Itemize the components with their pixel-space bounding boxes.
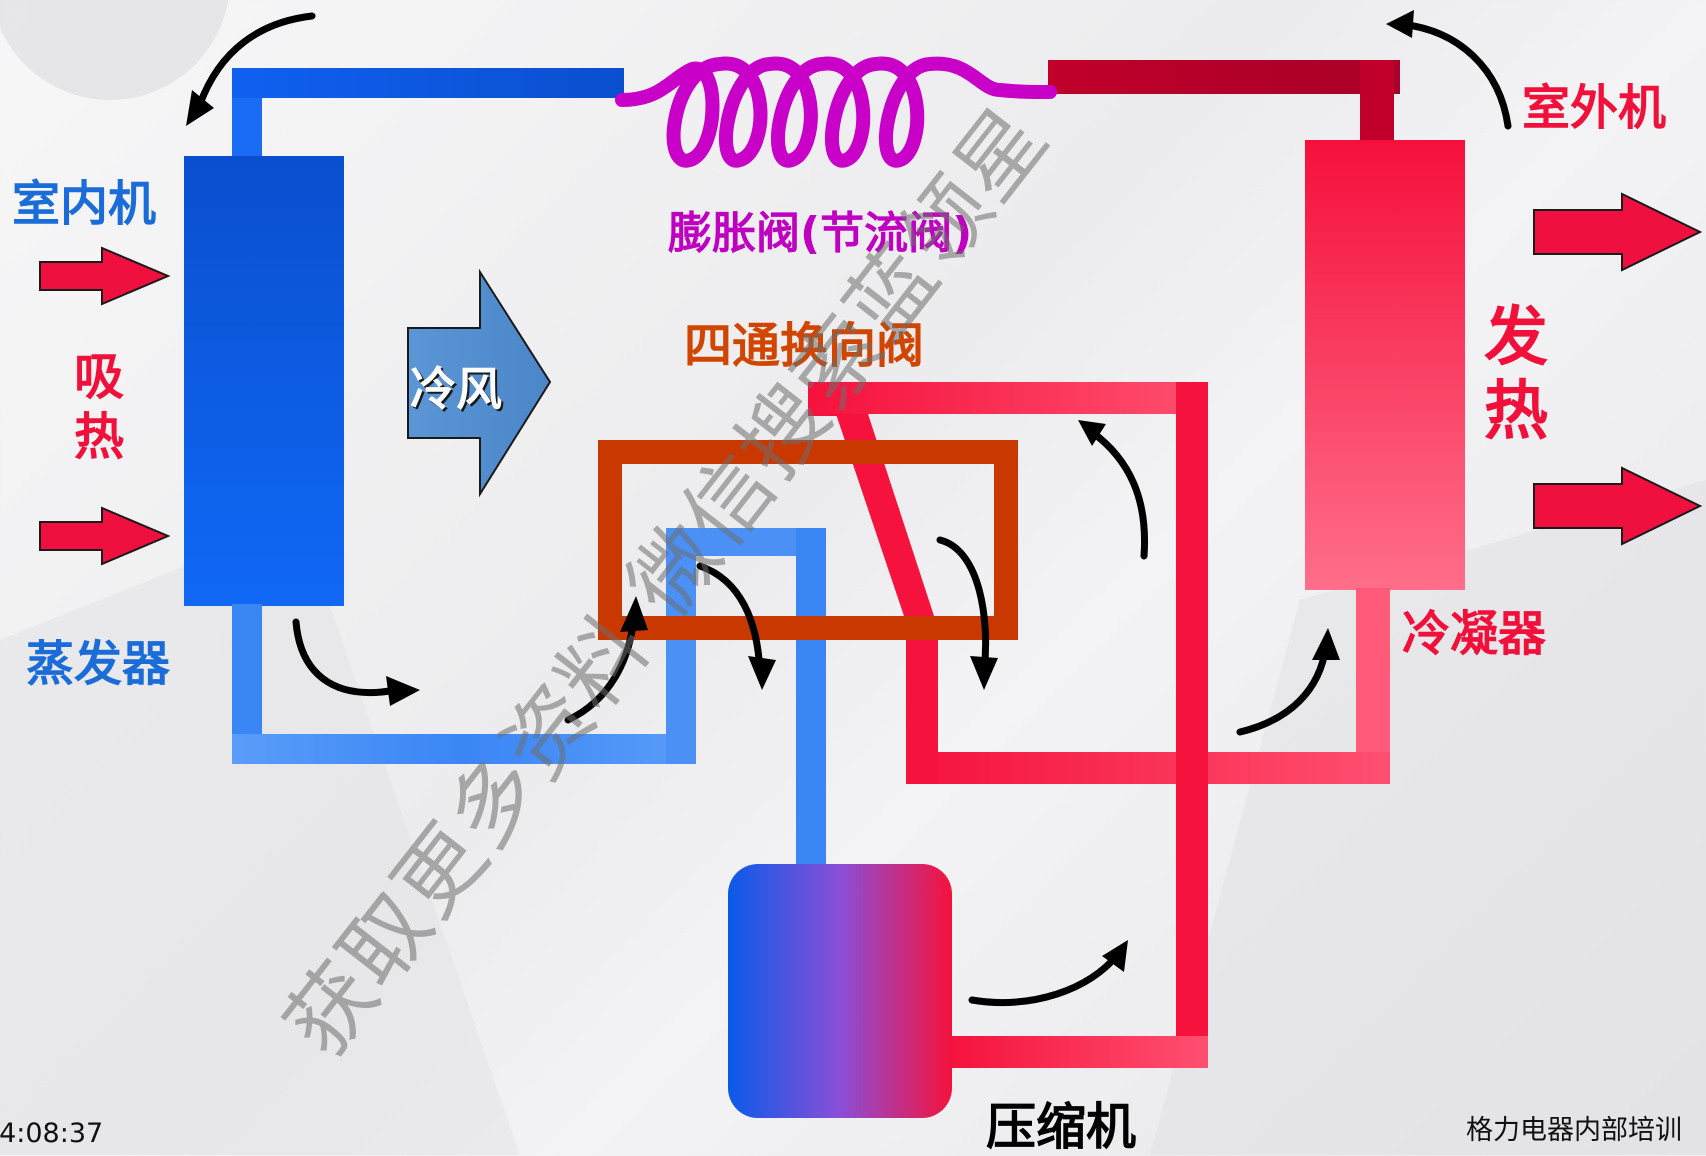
source-caption: 格力电器内部培训 — [1466, 1115, 1682, 1146]
compressor-discharge-pipe — [946, 782, 1208, 1068]
release-heat-label: 发 热 — [1484, 306, 1548, 444]
timestamp: :4:08:37 — [0, 1118, 104, 1149]
evaporator-label: 蒸发器 — [26, 636, 171, 692]
flow-arrowheads — [186, 10, 1414, 972]
absorb-heat-char-2: 热 — [74, 408, 124, 466]
cold-air-arrow — [407, 268, 552, 498]
indoor-top-pipe — [232, 68, 624, 158]
compressor-unit — [728, 864, 952, 1118]
absorb-heat-char-1: 吸 — [74, 348, 124, 406]
condenser-unit — [1305, 140, 1465, 590]
cold-air-label: 冷风 — [410, 362, 502, 416]
absorb-heat-label: 吸 热 — [74, 352, 124, 462]
compressor-label: 压缩机 — [986, 1098, 1136, 1156]
expansion-valve-coil — [615, 56, 1057, 168]
release-heat-char-2: 热 — [1484, 375, 1548, 449]
release-heat-char-1: 发 — [1484, 301, 1548, 375]
four-way-valve-body — [598, 440, 1018, 640]
expansion-valve-label: 膨胀阀(节流阀) — [668, 208, 973, 259]
indoor-unit-label: 室内机 — [12, 176, 157, 232]
outdoor-unit-label: 室外机 — [1522, 80, 1667, 136]
heat-in-arrows — [39, 246, 171, 566]
evaporator-outlet-pipe — [232, 528, 826, 868]
evaporator-unit — [184, 156, 344, 606]
four-way-valve-label: 四通换向阀 — [684, 318, 925, 374]
condenser-outlet-pipe — [808, 382, 1390, 784]
outdoor-top-pipe — [1048, 60, 1400, 152]
condenser-label: 冷凝器 — [1402, 606, 1547, 662]
heat-out-arrows — [1533, 192, 1703, 546]
